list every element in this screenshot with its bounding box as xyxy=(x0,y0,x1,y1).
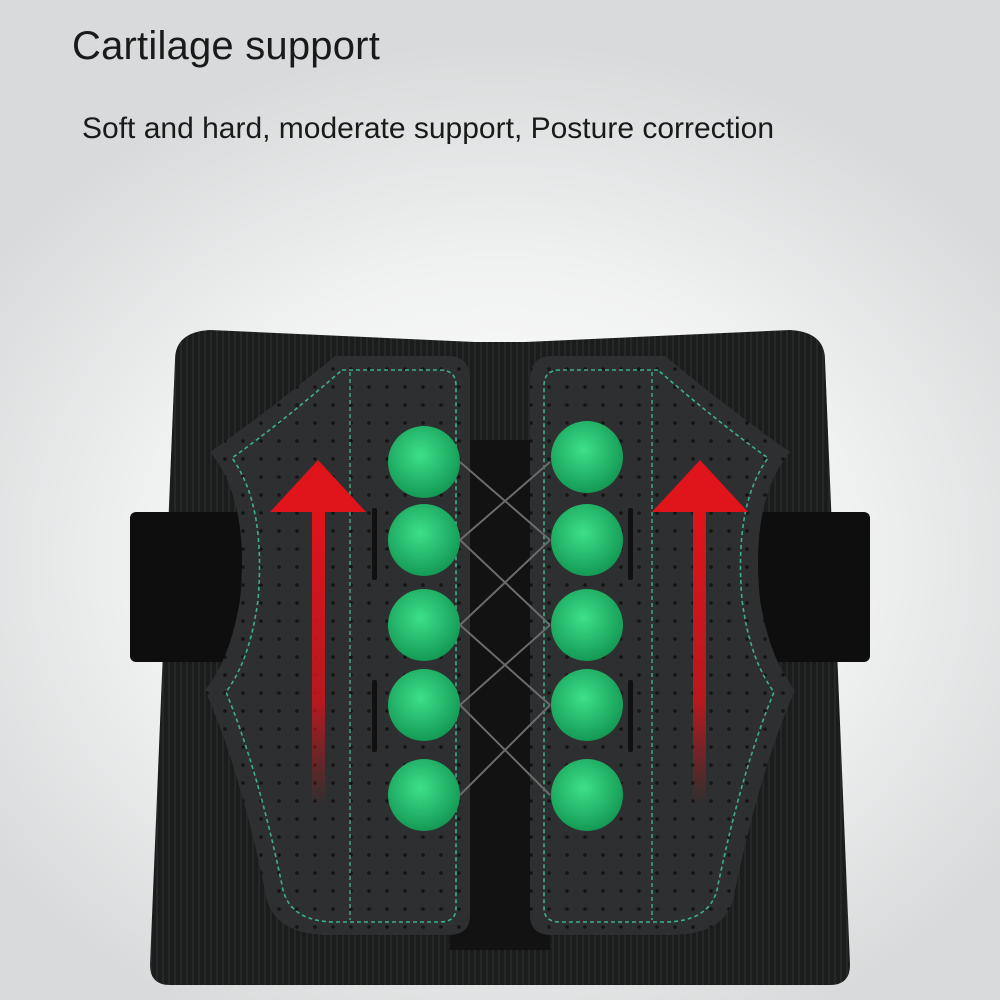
stay-button xyxy=(388,426,460,498)
stay-button xyxy=(388,669,460,741)
right-panel-stitch xyxy=(543,369,775,923)
panel-slot xyxy=(628,680,633,752)
stay-button xyxy=(551,589,623,661)
left-up-arrow xyxy=(270,460,366,805)
left-stays xyxy=(388,426,460,831)
headline: Cartilage support xyxy=(72,24,381,68)
right-up-arrow xyxy=(652,460,748,805)
stay-button xyxy=(551,759,623,831)
stay-button xyxy=(388,759,460,831)
left-panel-stitch xyxy=(225,369,457,923)
panel-slot xyxy=(372,508,377,580)
stay-button xyxy=(388,504,460,576)
lacing-cords xyxy=(459,461,551,796)
right-stays xyxy=(551,421,623,831)
subline: Soft and hard, moderate support, Posture… xyxy=(82,112,775,145)
panel-slot xyxy=(628,508,633,580)
stay-button xyxy=(551,421,623,493)
panel-slot xyxy=(372,680,377,752)
stay-button xyxy=(388,589,460,661)
stay-button xyxy=(551,669,623,741)
stay-button xyxy=(551,504,623,576)
